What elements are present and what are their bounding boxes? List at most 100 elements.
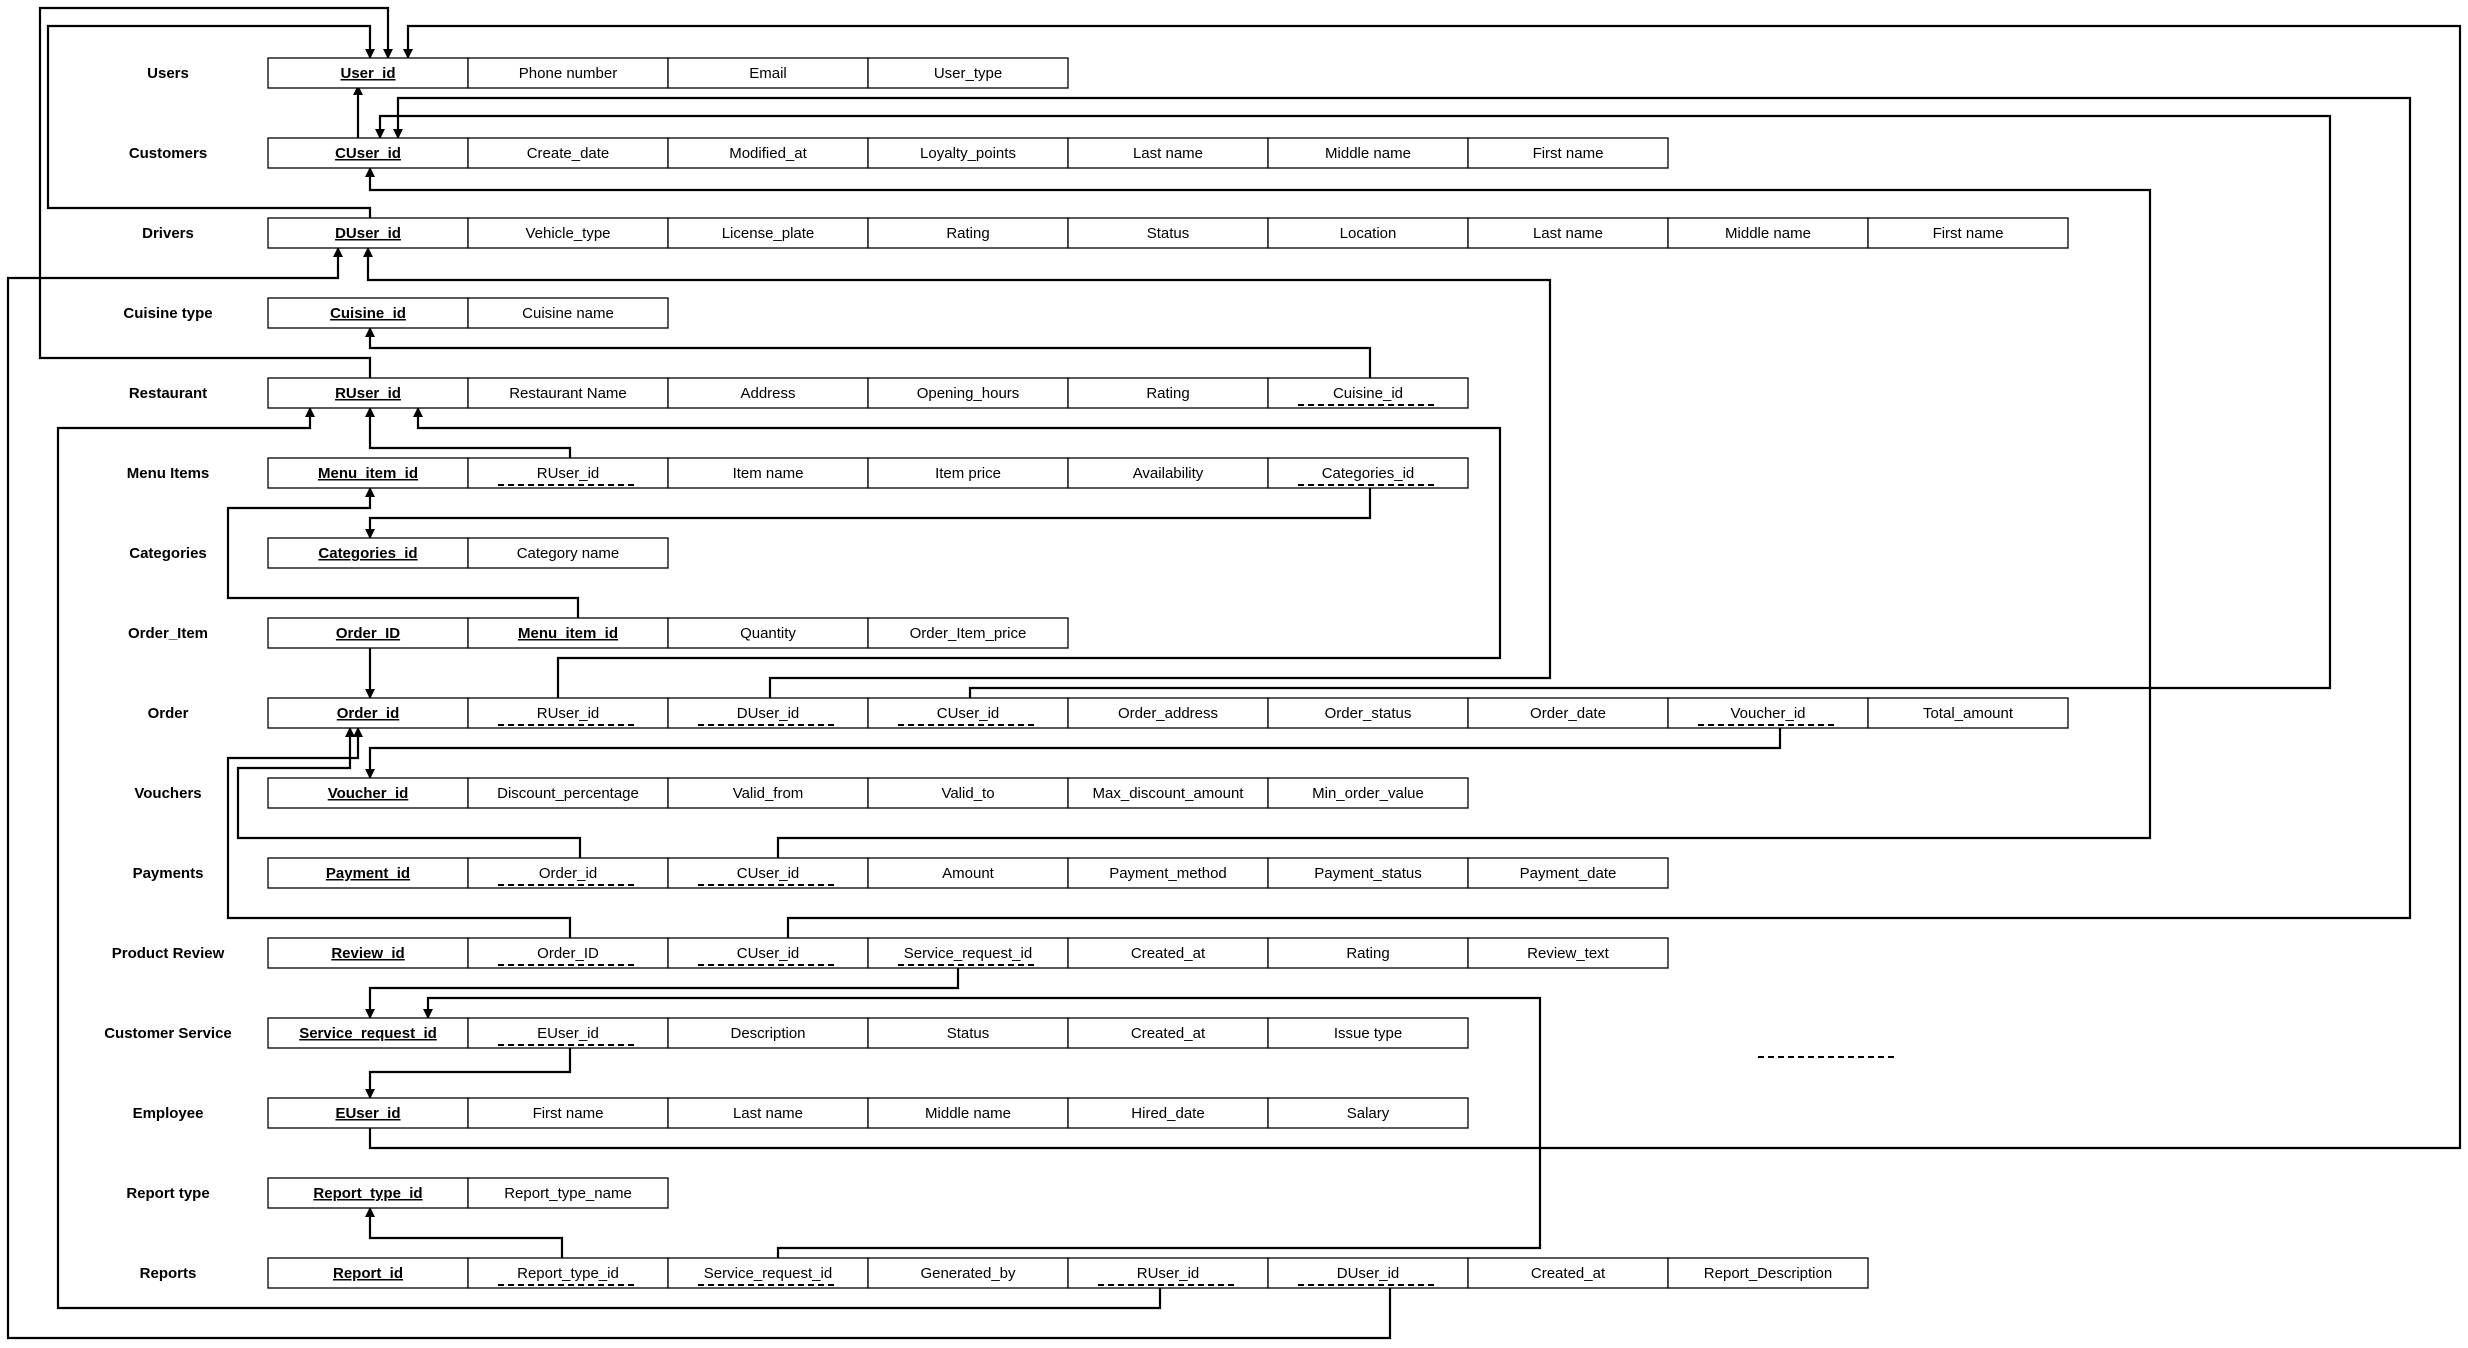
attr-reports-duser-id: DUser_id [1337, 1265, 1400, 1282]
cell-order-item-order-id [267, 617, 469, 649]
attr-users-user-type: User_type [934, 65, 1002, 82]
attr-employee-last-name: Last name [733, 1105, 803, 1122]
attr-payments-amount: Amount [942, 865, 995, 882]
cell-customer-service-status [867, 1017, 1069, 1049]
attr-employee-hired-date: Hired_date [1131, 1105, 1204, 1122]
cell-users-email [667, 57, 869, 89]
cell-drivers-last-name [1467, 217, 1669, 249]
table-name-customer-service: Customer Service [104, 1025, 232, 1042]
table-name-users: Users [147, 65, 189, 82]
attr-product-review-rating: Rating [1346, 945, 1389, 962]
attr-payments-cuser-id: CUser_id [737, 865, 800, 882]
rel-order-customers [375, 114, 2332, 698]
cell-drivers-first-name [1867, 217, 2069, 249]
cell-employee-last-name [667, 1097, 869, 1129]
pk-employee-euser-id: EUser_id [335, 1105, 400, 1122]
table-name-order-item: Order_Item [128, 625, 208, 642]
attr-restaurant-opening-hours: Opening_hours [917, 385, 1020, 402]
table-name-drivers: Drivers [142, 225, 194, 242]
rel-employee-users [368, 24, 2462, 1150]
cell-report-type-report-type-name [467, 1177, 669, 1209]
table-name-report-type: Report type [126, 1185, 209, 1202]
rel-reports-restaurant [56, 407, 1162, 1310]
pk-restaurant-ruser-id: RUser_id [335, 385, 401, 402]
cell-reports-service-request-id [667, 1257, 869, 1289]
cell-customer-service-issue-type [1267, 1017, 1469, 1049]
attr-restaurant-rating: Rating [1146, 385, 1189, 402]
pk-payments-payment-id: Payment_id [326, 865, 410, 882]
cell-customer-service-euser-id [467, 1017, 669, 1049]
cell-customers-first-name [1467, 137, 1669, 169]
rel-restaurant-users [38, 6, 393, 380]
attr-drivers-rating: Rating [946, 225, 989, 242]
attr-customers-modified-at: Modified_at [729, 145, 807, 162]
cell-restaurant-opening-hours [867, 377, 1069, 409]
table-name-cuisine-type: Cuisine type [123, 305, 212, 322]
cell-reports-generated-by [867, 1257, 1069, 1289]
cell-cuisine-type-cuisine-id [267, 297, 469, 329]
pk-order-item-menu-item-id: Menu_item_id [518, 625, 618, 642]
attr-customers-last-name: Last name [1133, 145, 1203, 162]
rel-reports-service [423, 996, 1542, 1258]
rel-service-employee [365, 1048, 572, 1099]
cell-order-item-order-item-price [867, 617, 1069, 649]
cell-menu-items-item-name [667, 457, 869, 489]
attr-order-cuser-id: CUser_id [937, 705, 1000, 722]
pk-cuisine-type-cuisine-id: Cuisine_id [330, 305, 406, 322]
attr-categories-category-name: Category name [517, 545, 620, 562]
table-name-restaurant: Restaurant [129, 385, 207, 402]
attr-customer-service-issue-type: Issue type [1334, 1025, 1402, 1042]
cell-restaurant-rating [1067, 377, 1269, 409]
relationship-lines [6, 6, 2462, 1340]
cell-employee-hired-date [1067, 1097, 1269, 1129]
cell-restaurant-restaurant-name [467, 377, 669, 409]
pk-menu-items-menu-item-id: Menu_item_id [318, 465, 418, 482]
pk-reports-report-id: Report_id [333, 1265, 403, 1282]
attr-order-order-address: Order_address [1118, 705, 1218, 722]
cell-customers-last-name [1067, 137, 1269, 169]
table-name-order: Order [148, 705, 189, 722]
pk-report-type-report-type-id: Report_type_id [313, 1185, 422, 1202]
rel-review-customers [393, 96, 2412, 938]
attr-product-review-created-at: Created_at [1131, 945, 1206, 962]
attr-users-email: Email [749, 65, 787, 82]
cell-reports-report-description [1667, 1257, 1869, 1289]
attr-drivers-middle-name: Middle name [1725, 225, 1811, 242]
cell-order-voucher-id [1667, 697, 1869, 729]
attr-product-review-cuser-id: CUser_id [737, 945, 800, 962]
cell-order-order-address [1067, 697, 1269, 729]
attr-drivers-first-name: First name [1933, 225, 2004, 242]
cell-order-order-status [1267, 697, 1469, 729]
cell-users-user-type [867, 57, 1069, 89]
pk-product-review-review-id: Review_id [331, 945, 404, 962]
cell-order-total-amount [1867, 697, 2069, 729]
attr-customer-service-status: Status [947, 1025, 990, 1042]
attr-payments-payment-method: Payment_method [1109, 865, 1227, 882]
rel-review-order [226, 727, 572, 938]
cell-reports-report-type-id [467, 1257, 669, 1289]
attr-vouchers-valid-from: Valid_from [733, 785, 804, 802]
cell-product-review-review-id [267, 937, 469, 969]
attr-payments-order-id: Order_id [539, 865, 597, 882]
attr-payments-payment-status: Payment_status [1314, 865, 1422, 882]
attr-employee-middle-name: Middle name [925, 1105, 1011, 1122]
attr-reports-service-request-id: Service_request_id [704, 1265, 832, 1282]
cell-drivers-location [1267, 217, 1469, 249]
cell-menu-items-categories-id [1267, 457, 1469, 489]
cell-categories-category-name [467, 537, 669, 569]
attr-vouchers-discount-percentage: Discount_percentage [497, 785, 639, 802]
cell-employee-middle-name [867, 1097, 1069, 1129]
cell-product-review-order-id [467, 937, 669, 969]
rel-payments-order [236, 727, 582, 858]
cell-drivers-license-plate [667, 217, 869, 249]
rel-order-restaurant [413, 407, 1502, 698]
attr-reports-ruser-id: RUser_id [1137, 1265, 1200, 1282]
cell-payments-cuser-id [667, 857, 869, 889]
attr-users-phone-number: Phone number [519, 65, 617, 82]
cell-product-review-created-at [1067, 937, 1269, 969]
attr-menu-items-item-price: Item price [935, 465, 1001, 482]
rel-order-voucher [365, 728, 1782, 779]
table-name-product-review: Product Review [112, 945, 225, 962]
pk-users-user-id: User_id [340, 65, 395, 82]
cell-employee-first-name [467, 1097, 669, 1129]
